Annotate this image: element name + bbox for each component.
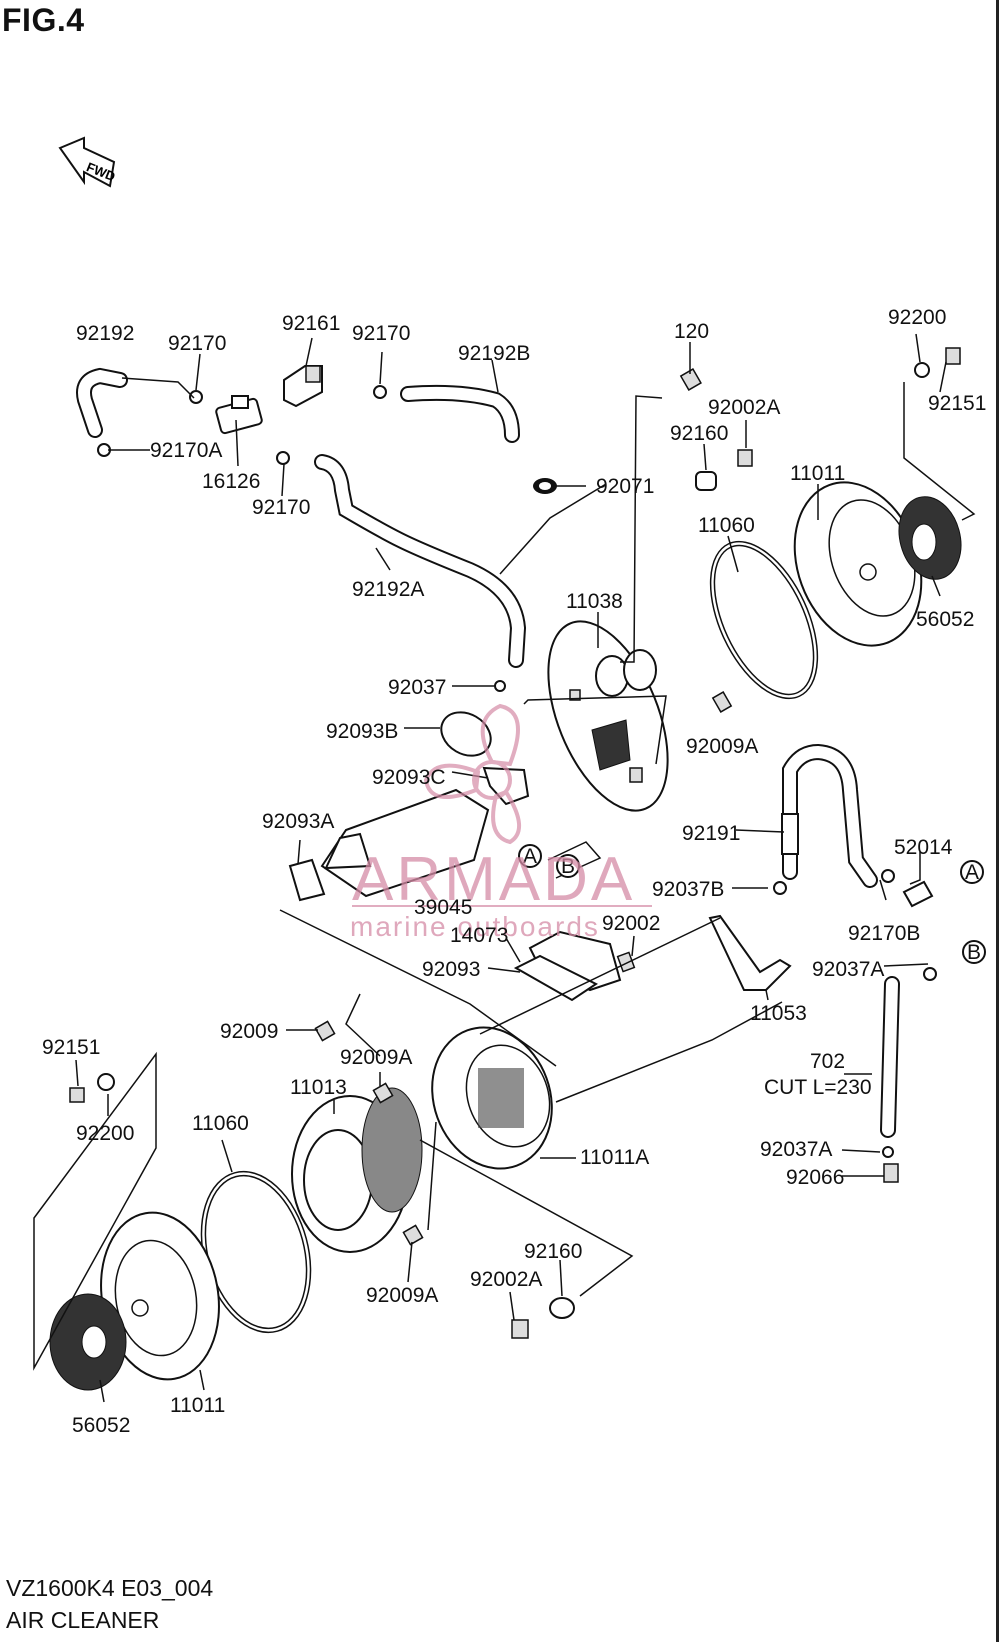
propeller-logo-icon xyxy=(423,703,521,845)
callout-92161: 92161 xyxy=(282,312,340,335)
callout-92170a: 92170A xyxy=(150,439,222,462)
callout-16126: 16126 xyxy=(202,470,260,493)
ref-b-icon xyxy=(556,854,580,878)
callout-11060: 11060 xyxy=(192,1112,249,1135)
callout-92192: 92192 xyxy=(76,322,134,345)
callout-92160: 92160 xyxy=(524,1240,582,1263)
callout-92009a: 92009A xyxy=(340,1046,412,1069)
callout-52014: 52014 xyxy=(894,836,953,859)
forward-arrow-icon: FWD xyxy=(58,136,117,188)
ref-a-icon xyxy=(960,860,984,884)
watermark: ARMADA marine outboards xyxy=(350,703,652,942)
callout-11038: 11038 xyxy=(566,590,623,613)
lower-cleaner-group xyxy=(49,1020,575,1391)
callout-702: 702 xyxy=(810,1050,845,1073)
callout-92037a: 92037A xyxy=(760,1138,832,1161)
callout-92200: 92200 xyxy=(76,1122,134,1145)
breather-hose-group xyxy=(773,743,937,1183)
callout-56052: 56052 xyxy=(72,1414,130,1437)
callout-92093: 92093 xyxy=(422,958,480,981)
callout-56052: 56052 xyxy=(916,608,974,631)
callout-92093b: 92093B xyxy=(326,720,398,743)
callout-92151: 92151 xyxy=(928,392,986,415)
callout-92037: 92037 xyxy=(388,676,446,699)
callout-92066: 92066 xyxy=(786,1166,844,1189)
callout-92200: 92200 xyxy=(888,306,946,329)
callout-92093a: 92093A xyxy=(262,810,334,833)
watermark-tagline: marine outboards xyxy=(350,911,600,942)
callout-92093c: 92093C xyxy=(372,766,446,789)
duct-group xyxy=(288,711,792,1002)
callout-92160: 92160 xyxy=(670,422,728,445)
reference-marks: A B A B xyxy=(518,844,986,964)
callout-11011a: 11011A xyxy=(580,1146,649,1169)
section-title: AIR CLEANER xyxy=(6,1607,160,1633)
callout-92037b: 92037B xyxy=(652,878,724,901)
callout-92002: 92002 xyxy=(602,912,660,935)
hose-valve-group xyxy=(76,365,557,692)
model-code: VZ1600K4 E03_004 xyxy=(6,1575,214,1601)
callout-cut-length: CUT L=230 xyxy=(764,1076,872,1099)
callout-92170: 92170 xyxy=(252,496,310,519)
callout-92191: 92191 xyxy=(682,822,740,845)
callout-92009: 92009 xyxy=(220,1020,278,1043)
callout-92170: 92170 xyxy=(168,332,226,355)
ref-a-label: A xyxy=(965,861,979,884)
callout-11060: 11060 xyxy=(698,514,755,537)
callout-92071: 92071 xyxy=(596,475,654,498)
figure-title: FIG.4 xyxy=(2,2,85,38)
callout-92192a: 92192A xyxy=(352,578,424,601)
callout-92009a: 92009A xyxy=(366,1284,438,1307)
ref-a-label: A xyxy=(523,845,537,868)
ref-b-icon xyxy=(962,940,986,964)
callout-92002a: 92002A xyxy=(470,1268,542,1291)
page-border xyxy=(996,0,999,1642)
callout-92170: 92170 xyxy=(352,322,410,345)
callout-14073: 14073 xyxy=(450,924,508,947)
callout-11011: 11011 xyxy=(170,1394,225,1417)
callout-92002a: 92002A xyxy=(708,396,780,419)
callout-39045: 39045 xyxy=(414,896,472,919)
callout-92009a: 92009A xyxy=(686,735,758,758)
callout-92151: 92151 xyxy=(42,1036,100,1059)
watermark-brand: ARMADA xyxy=(352,845,635,914)
callout-120: 120 xyxy=(674,320,709,343)
callout-92037a: 92037A xyxy=(812,958,884,981)
upper-cover-group xyxy=(679,347,962,700)
callout-labels: 92192 92170 92161 92170 92192B 120 92200… xyxy=(42,306,986,1437)
callout-92170b: 92170B xyxy=(848,922,920,945)
ref-a-icon xyxy=(518,844,542,868)
ref-b-label: B xyxy=(561,855,575,878)
callout-11011: 11011 xyxy=(790,462,845,485)
callout-92192b: 92192B xyxy=(458,342,530,365)
backplate-group xyxy=(547,620,733,812)
callout-11053: 11053 xyxy=(750,1002,807,1025)
leader-lines xyxy=(33,333,976,1403)
callout-11013: 11013 xyxy=(290,1076,347,1099)
ref-b-label: B xyxy=(967,941,981,964)
